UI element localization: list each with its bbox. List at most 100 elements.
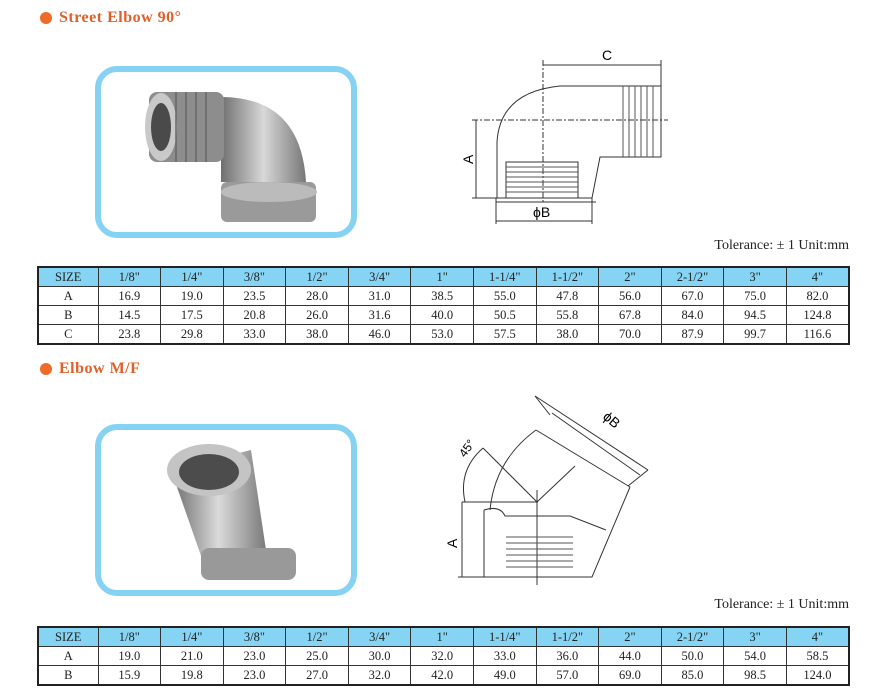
header-cell: 2-1/2": [660, 266, 725, 287]
value-cell: 57.0: [535, 665, 600, 686]
header-cell: 3/8": [222, 266, 287, 287]
value-cell: 49.0: [472, 665, 537, 686]
value-cell: 38.0: [535, 324, 600, 345]
header-cell: 4": [785, 626, 850, 647]
value-cell: 54.0: [723, 646, 787, 666]
product-photo-frame: [95, 424, 357, 596]
dimension-b-label: ϕB: [533, 204, 550, 220]
value-cell: 57.5: [472, 324, 537, 345]
value-cell: 20.8: [222, 305, 287, 325]
row-label-cell: A: [37, 286, 99, 306]
value-cell: 56.0: [598, 286, 662, 306]
value-cell: 23.0: [222, 646, 287, 666]
row-label-cell: B: [37, 305, 99, 325]
header-cell: SIZE: [37, 626, 99, 647]
value-cell: 99.7: [723, 324, 787, 345]
value-cell: 84.0: [660, 305, 725, 325]
value-cell: 87.9: [660, 324, 725, 345]
value-cell: 98.5: [723, 665, 787, 686]
value-cell: 70.0: [598, 324, 662, 345]
value-cell: 116.6: [785, 324, 850, 345]
value-cell: 67.8: [598, 305, 662, 325]
row-label-cell: B: [37, 665, 99, 686]
value-cell: 42.0: [410, 665, 474, 686]
section-title-street-elbow: Street Elbow 90°: [40, 9, 182, 27]
value-cell: 40.0: [410, 305, 474, 325]
header-cell: 1": [410, 266, 474, 287]
value-cell: 19.8: [160, 665, 224, 686]
value-cell: 58.5: [785, 646, 850, 666]
header-cell: 3": [723, 626, 787, 647]
dimension-c-label: C: [602, 47, 612, 63]
row-label-cell: C: [37, 324, 99, 345]
product-photo-frame: [95, 66, 357, 238]
header-cell: 3/8": [222, 626, 287, 647]
street-elbow-photo: [145, 92, 317, 222]
value-cell: 124.8: [785, 305, 850, 325]
elbow-mf-diagram: A ϕB 45°: [444, 395, 649, 585]
value-cell: 14.5: [97, 305, 162, 325]
value-cell: 29.8: [160, 324, 224, 345]
value-cell: 124.0: [785, 665, 850, 686]
header-cell: 1-1/4": [472, 626, 537, 647]
header-cell: 1-1/4": [472, 266, 537, 287]
header-cell: 1/4": [160, 266, 224, 287]
value-cell: 23.5: [222, 286, 287, 306]
street-elbow-diagram: C A ϕB: [460, 47, 668, 224]
bullet-icon: [40, 12, 52, 24]
value-cell: 21.0: [160, 646, 224, 666]
header-cell: 1-1/2": [535, 626, 600, 647]
value-cell: 46.0: [347, 324, 412, 345]
value-cell: 69.0: [598, 665, 662, 686]
header-cell: 2": [598, 266, 662, 287]
value-cell: 44.0: [598, 646, 662, 666]
value-cell: 23.0: [222, 665, 287, 686]
value-cell: 33.0: [222, 324, 287, 345]
value-cell: 47.8: [535, 286, 600, 306]
elbow-mf-photo: [167, 444, 296, 580]
dimension-a-label: A: [444, 538, 460, 548]
value-cell: 67.0: [660, 286, 725, 306]
value-cell: 85.0: [660, 665, 725, 686]
header-cell: 3/4": [347, 626, 412, 647]
value-cell: 33.0: [472, 646, 537, 666]
value-cell: 31.0: [347, 286, 412, 306]
header-cell: 1/2": [285, 626, 349, 647]
value-cell: 28.0: [285, 286, 349, 306]
header-cell: SIZE: [37, 266, 99, 287]
value-cell: 25.0: [285, 646, 349, 666]
header-cell: 1/2": [285, 266, 349, 287]
section-title-text: Street Elbow 90°: [59, 9, 182, 26]
header-cell: 3": [723, 266, 787, 287]
value-cell: 38.0: [285, 324, 349, 345]
value-cell: 94.5: [723, 305, 787, 325]
value-cell: 55.8: [535, 305, 600, 325]
section-title-elbow-mf: Elbow M/F: [40, 360, 140, 378]
value-cell: 19.0: [160, 286, 224, 306]
header-cell: 4": [785, 266, 850, 287]
value-cell: 27.0: [285, 665, 349, 686]
tolerance-note: Tolerance: ± 1 Unit:mm: [714, 238, 849, 253]
dimension-a-label: A: [460, 154, 476, 164]
value-cell: 26.0: [285, 305, 349, 325]
header-cell: 1-1/2": [535, 266, 600, 287]
tolerance-note: Tolerance: ± 1 Unit:mm: [714, 597, 849, 612]
value-cell: 23.8: [97, 324, 162, 345]
value-cell: 32.0: [410, 646, 474, 666]
section-title-text: Elbow M/F: [59, 360, 141, 377]
value-cell: 30.0: [347, 646, 412, 666]
value-cell: 50.5: [472, 305, 537, 325]
bullet-icon: [40, 363, 52, 375]
header-cell: 3/4": [347, 266, 412, 287]
value-cell: 31.6: [347, 305, 412, 325]
value-cell: 50.0: [660, 646, 725, 666]
value-cell: 16.9: [97, 286, 162, 306]
value-cell: 82.0: [785, 286, 850, 306]
